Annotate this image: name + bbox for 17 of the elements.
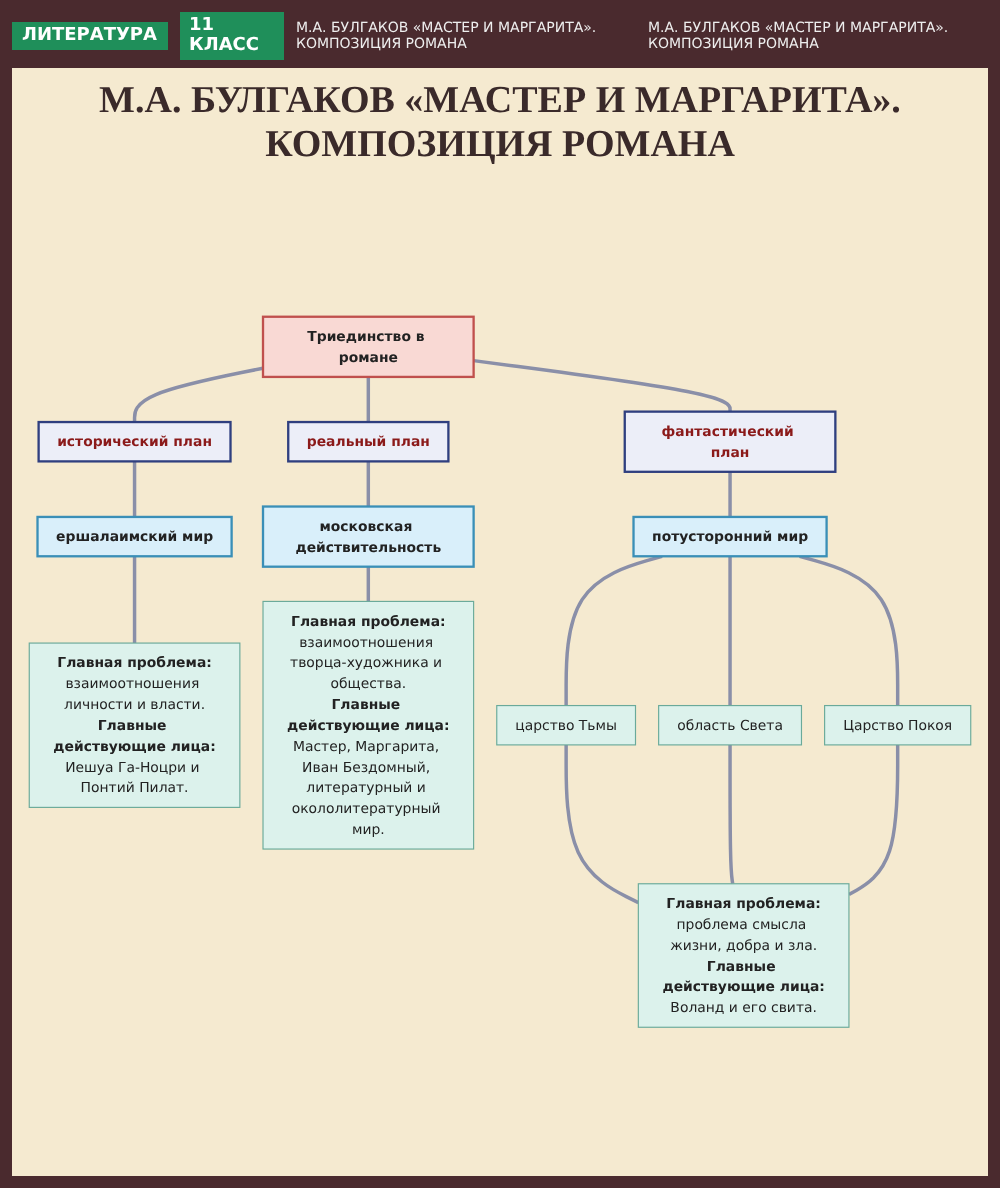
subject-label: ЛИТЕРАТУРА [12, 22, 167, 50]
connector [848, 744, 900, 897]
connector [366, 376, 371, 423]
connector [132, 461, 137, 517]
connector [728, 556, 732, 706]
connector [564, 554, 663, 706]
connector [799, 554, 900, 706]
subject-label: 11 КЛАСС [179, 12, 284, 60]
connector [366, 461, 371, 507]
connector [366, 566, 371, 602]
connector [132, 556, 137, 644]
connector [564, 744, 640, 905]
connector [728, 744, 735, 885]
connector [132, 366, 264, 423]
connector [473, 358, 732, 412]
title: М.А. БУЛГАКОВ «МАСТЕР И МАРГАРИТА». КОМПОЗИЦИЯ РОМАНА [97, 80, 903, 168]
connector [728, 471, 732, 517]
